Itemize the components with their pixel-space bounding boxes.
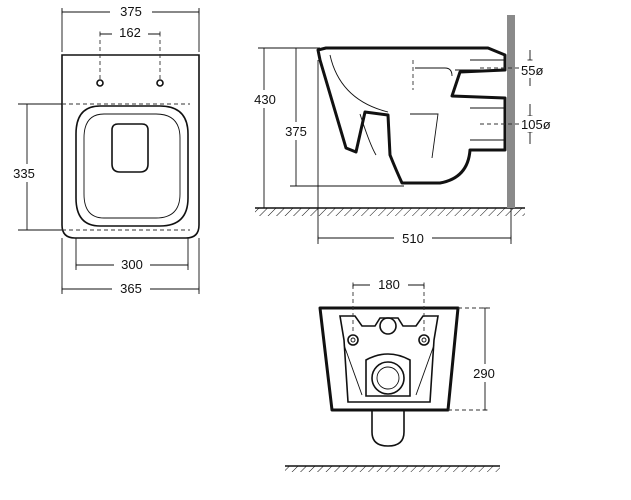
- top-view-fixing-hole-right: [156, 79, 164, 87]
- top-view-seat: [75, 105, 189, 227]
- rear-view-inlet: [379, 317, 397, 335]
- dim-overall-width: 375: [120, 4, 142, 19]
- dim-rear-height: 290: [473, 366, 495, 381]
- side-view-wall: [507, 15, 515, 208]
- rear-view-trap: [371, 410, 405, 447]
- rear-view-outlet-frame: [365, 353, 411, 397]
- rear-view-cavity: [339, 315, 439, 403]
- top-view-seat-inner: [83, 113, 181, 219]
- dim-seat-depth: 335: [13, 166, 35, 181]
- dim-inner-width: 300: [121, 257, 143, 272]
- top-view: 375 162 335 300 365: [6, 3, 200, 296]
- top-view-outline: [61, 54, 200, 239]
- dim-bolt-spacing: 180: [378, 277, 400, 292]
- side-view-floor: [255, 208, 525, 216]
- top-view-outlet: [111, 123, 149, 173]
- side-view: 430 375 510 55ø 105ø: [248, 15, 562, 246]
- rear-view-bolt-left: [347, 334, 359, 346]
- rear-view: 180 290: [285, 276, 503, 472]
- dim-inlet-diameter: 55ø: [521, 63, 543, 78]
- rear-view-outlet: [371, 361, 405, 395]
- rear-view-bolt-right: [418, 334, 430, 346]
- dim-total-height: 430: [254, 92, 276, 107]
- dim-depth: 510: [402, 231, 424, 246]
- dim-fixing-spacing: 162: [119, 25, 141, 40]
- rear-view-floor: [285, 466, 500, 472]
- dim-outer-width: 365: [120, 281, 142, 296]
- dim-rim-height: 375: [285, 124, 307, 139]
- top-view-fixing-hole-left: [96, 79, 104, 87]
- dim-outlet-diameter: 105ø: [521, 117, 551, 132]
- side-view-bowl: [316, 46, 507, 185]
